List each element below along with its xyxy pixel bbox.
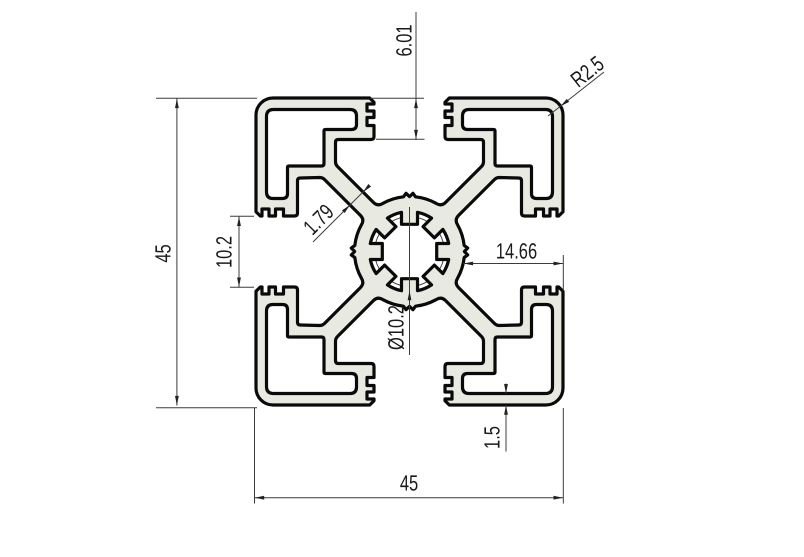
svg-text:1.5: 1.5 bbox=[479, 426, 504, 449]
svg-text:6.01: 6.01 bbox=[391, 24, 416, 56]
svg-text:Ø10.2: Ø10.2 bbox=[383, 305, 408, 350]
svg-text:45: 45 bbox=[150, 244, 175, 262]
svg-text:14.66: 14.66 bbox=[496, 238, 537, 263]
svg-text:45: 45 bbox=[400, 470, 418, 495]
svg-text:10.2: 10.2 bbox=[211, 236, 236, 268]
